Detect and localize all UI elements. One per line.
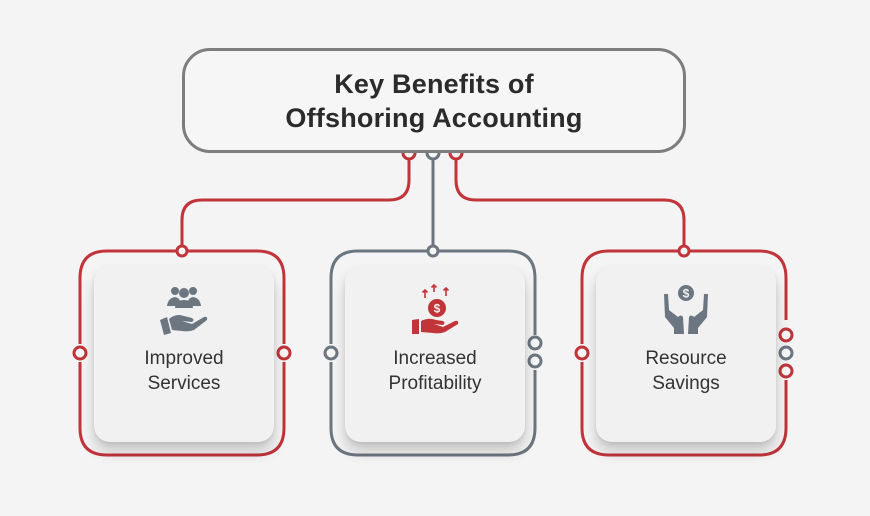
- title-line-2: Offshoring Accounting: [285, 102, 583, 133]
- ring-node: [72, 345, 88, 361]
- benefit-label-line-1: Improved: [144, 348, 224, 369]
- benefit-label-line-2: Services: [147, 373, 221, 394]
- ring-node: [527, 353, 543, 369]
- ring-node: [778, 363, 794, 379]
- connector-right: [454, 158, 686, 250]
- ring-node: [574, 345, 590, 361]
- ring-node: [426, 244, 440, 258]
- benefit-card-increased-profitability: $ Increased Profitability: [345, 266, 525, 442]
- benefit-card-resource-savings: $ Resource Savings: [596, 266, 776, 442]
- hand-with-rising-dollar-icon: $: [412, 284, 459, 334]
- ring-node: [677, 244, 691, 258]
- benefit-label-line-2: Profitability: [388, 373, 482, 394]
- hands-holding-dollar-icon: $: [664, 285, 708, 334]
- title-box: Key Benefits of Offshoring Accounting: [182, 48, 686, 153]
- hand-with-people-icon: [160, 287, 208, 335]
- benefit-card-improved-services: Improved Services: [94, 266, 274, 442]
- ring-node: [276, 345, 292, 361]
- benefit-label: Increased Profitability: [389, 346, 482, 396]
- ring-node: [527, 335, 543, 351]
- ring-node: [323, 345, 339, 361]
- connector-left: [180, 158, 411, 250]
- ring-node: [778, 345, 794, 361]
- svg-text:$: $: [683, 287, 690, 301]
- svg-text:$: $: [434, 302, 441, 316]
- benefit-label: Resource Savings: [645, 346, 726, 396]
- ring-node: [778, 327, 794, 343]
- title-line-1: Key Benefits of: [334, 68, 534, 99]
- benefit-label: Improved Services: [144, 346, 223, 396]
- ring-node: [175, 244, 189, 258]
- benefit-label-line-1: Resource: [645, 348, 727, 369]
- benefit-label-line-2: Savings: [652, 373, 720, 394]
- benefit-label-line-1: Increased: [393, 348, 477, 369]
